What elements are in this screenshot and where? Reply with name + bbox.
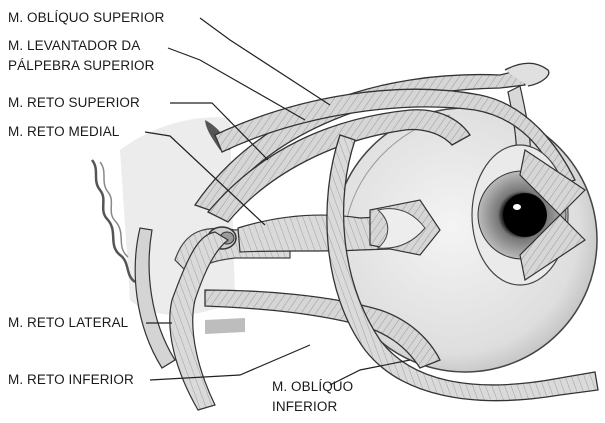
label-reto-lateral: M. RETO LATERAL	[8, 315, 128, 331]
label-reto-superior: M. RETO SUPERIOR	[8, 95, 140, 111]
label-obliquo-inferior-line1: M. OBLÍQUO	[272, 379, 353, 395]
label-reto-inferior: M. RETO INFERIOR	[8, 372, 134, 388]
leader-obliquo-superior	[200, 18, 330, 105]
label-obliquo-inferior-line2: INFERIOR	[272, 399, 337, 415]
label-obliquo-superior: M. OBLÍQUO SUPERIOR	[8, 10, 164, 26]
cornea	[472, 145, 568, 285]
label-reto-medial: M. RETO MEDIAL	[8, 124, 119, 140]
label-levantador-line2: PÁLPEBRA SUPERIOR	[8, 58, 155, 74]
label-levantador-line1: M. LEVANTADOR DA	[8, 38, 140, 54]
